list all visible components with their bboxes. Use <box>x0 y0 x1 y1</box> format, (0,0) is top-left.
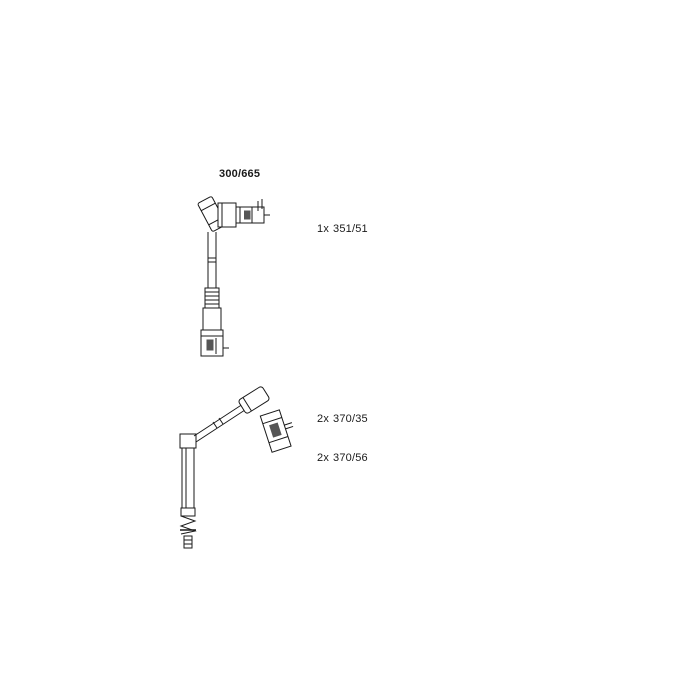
kit-part-number: 300/665 <box>219 168 261 180</box>
component-1-qty: 1x <box>317 223 330 235</box>
component-2-line-1-qty: 2x <box>317 413 330 425</box>
spark-plug-lead-angled-icon <box>197 196 270 357</box>
component-2-line-1-code: 370/35 <box>333 413 368 425</box>
spark-plug-lead-straight-icon <box>179 386 294 549</box>
component-1-code: 351/51 <box>333 223 368 235</box>
component-2-line-2-qty: 2x <box>317 452 330 464</box>
component-2-line-2-code: 370/56 <box>333 452 368 464</box>
